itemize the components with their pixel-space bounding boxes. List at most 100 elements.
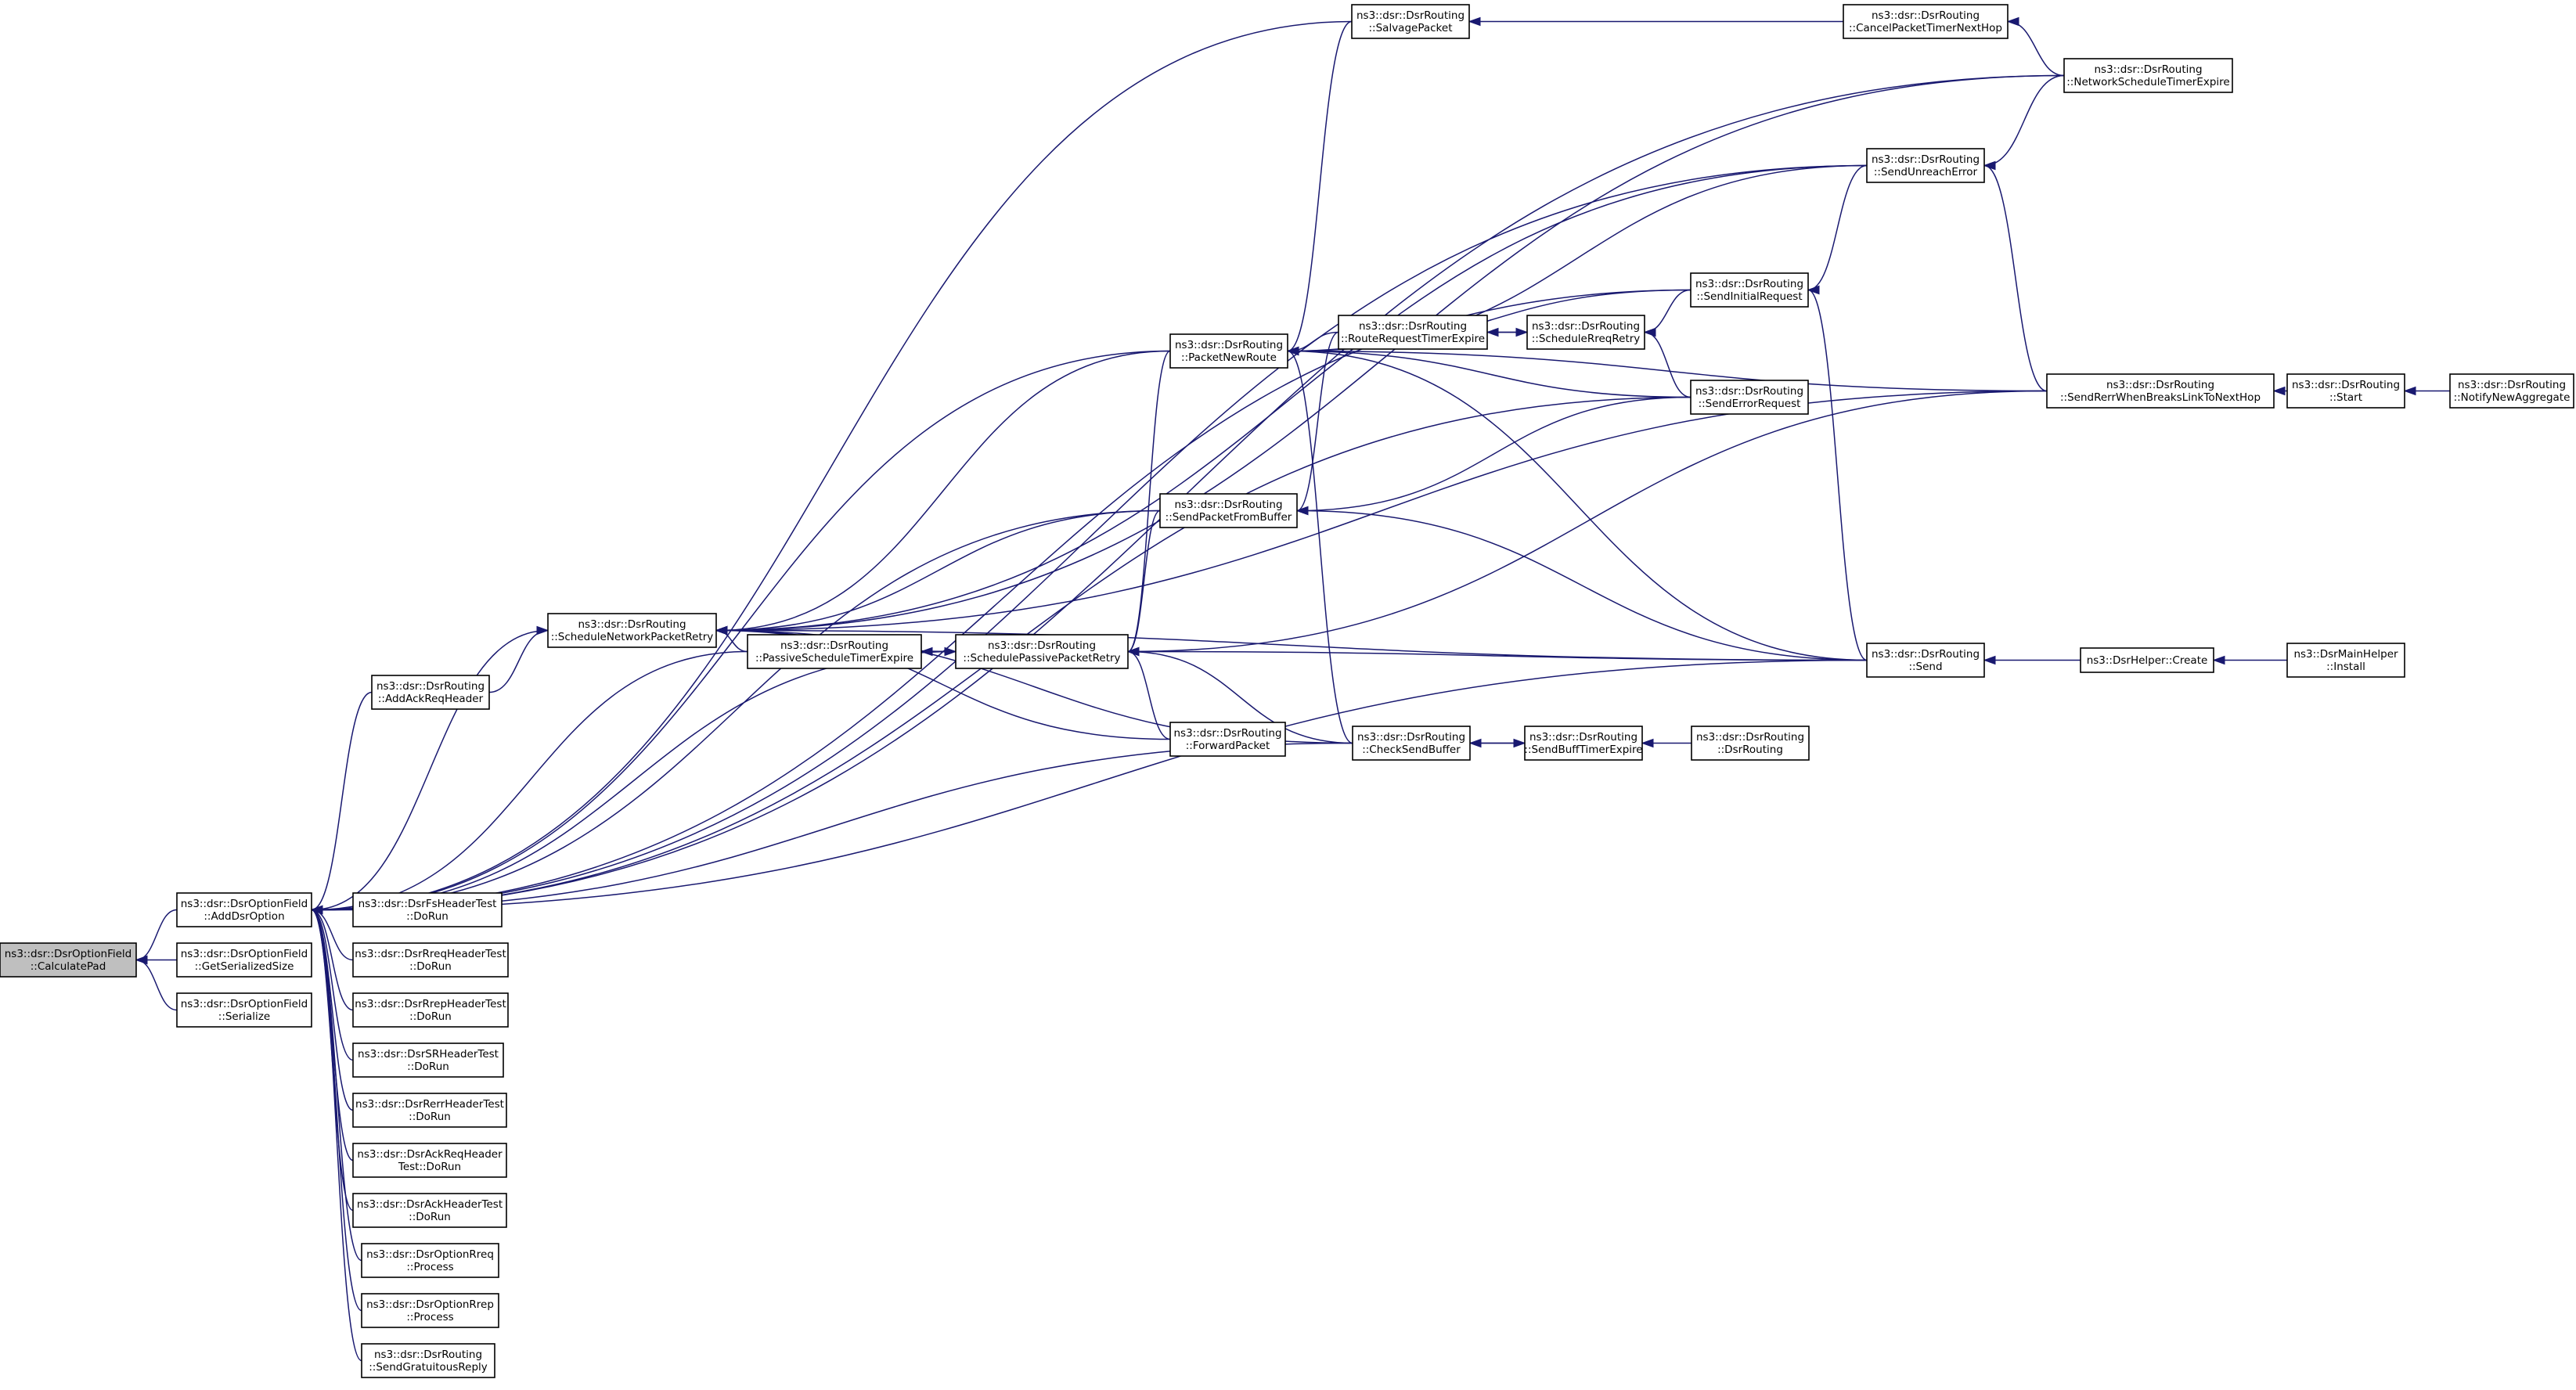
node-box bbox=[371, 675, 490, 710]
node-label-line: ::DoRun bbox=[409, 1111, 451, 1123]
edge-n25-to-n24 bbox=[2212, 655, 2288, 665]
node-dsrrouting-sendpacketfrombuffer[interactable]: ns3::dsr::DsrRouting::SendPacketFromBuff… bbox=[1159, 493, 1298, 528]
node-label-line: ns3::dsr::DsrRouting bbox=[1529, 731, 1637, 744]
node-box bbox=[1524, 726, 1643, 761]
call-graph-edges bbox=[135, 16, 2450, 1362]
node-dsrrouting-sendgratuitousreply[interactable]: ns3::dsr::DsrRouting::SendGratuitousRepl… bbox=[361, 1343, 495, 1378]
node-box bbox=[1159, 493, 1298, 528]
edge-line bbox=[311, 909, 362, 1362]
node-dsrrerrheadertest-dorun[interactable]: ns3::dsr::DsrRerrHeaderTest::DoRun bbox=[352, 1093, 507, 1128]
node-dsrrouting-networkscheduletimerexpire[interactable]: ns3::dsr::DsrRouting::NetworkScheduleTim… bbox=[2063, 58, 2233, 93]
edge-line bbox=[715, 390, 2048, 632]
node-label-line: ::Process bbox=[406, 1311, 453, 1323]
edge-line bbox=[488, 629, 549, 693]
node-box bbox=[352, 1042, 504, 1078]
edge-line bbox=[311, 20, 1353, 911]
edge-n20-to-n8 bbox=[1295, 506, 1868, 661]
node-label-line: ::ScheduleRreqRetry bbox=[1532, 333, 1641, 345]
edge-n8-to-n5 bbox=[715, 510, 1161, 636]
edge-line bbox=[1983, 164, 2048, 392]
node-label-line: ::RouteRequestTimerExpire bbox=[1341, 333, 1485, 345]
node-dsrrouting-send[interactable]: ns3::dsr::DsrRouting::Send bbox=[1866, 643, 1985, 678]
node-label-line: ns3::DsrMainHelper bbox=[2293, 648, 2398, 661]
node-dsrrouting-start[interactable]: ns3::dsr::DsrRouting::Start bbox=[2286, 373, 2405, 409]
node-label-line: ns3::dsr::DsrRouting bbox=[578, 618, 686, 631]
edge-line bbox=[1287, 350, 1868, 661]
node-dsrrouting-checksendbuffer[interactable]: ns3::dsr::DsrRouting::CheckSendBuffer bbox=[1352, 726, 1471, 761]
node-label-line: ns3::dsr::DsrRouting bbox=[1696, 731, 1804, 744]
node-dsrrouting-schedulepassivepacketretry[interactable]: ns3::dsr::DsrRouting::SchedulePassivePac… bbox=[955, 634, 1129, 669]
edge-arrowhead bbox=[1641, 738, 1654, 748]
node-dsrrouting-senderrorrequest[interactable]: ns3::dsr::DsrRouting::SendErrorRequest bbox=[1690, 380, 1809, 415]
node-label-line: ::SendGratuitousReply bbox=[369, 1361, 488, 1374]
node-label-line: ::ForwardPacket bbox=[1186, 740, 1270, 752]
edge-line bbox=[1287, 350, 2048, 392]
edge-n1-to-n0 bbox=[135, 909, 178, 965]
node-label-line: ns3::dsr::DsrOptionField bbox=[181, 998, 308, 1010]
node-dsrrouting-sendinitialrequest[interactable]: ns3::dsr::DsrRouting::SendInitialRequest bbox=[1690, 272, 1809, 308]
node-label-line: ::DoRun bbox=[409, 960, 452, 973]
edge-line bbox=[311, 659, 1868, 911]
node-box bbox=[1866, 643, 1985, 678]
node-dsrrouting-sendunreacherror[interactable]: ns3::dsr::DsrRouting::SendUnreachError bbox=[1866, 148, 1985, 183]
edge-arrowhead bbox=[715, 625, 728, 636]
node-dsrrreqheadertest-dorun[interactable]: ns3::dsr::DsrRreqHeaderTest::DoRun bbox=[352, 942, 509, 978]
edge-line bbox=[2007, 20, 2065, 77]
node-label-line: ::CheckSendBuffer bbox=[1362, 744, 1461, 756]
node-label-line: ns3::dsr::DsrRouting bbox=[1357, 731, 1465, 744]
node-dsrsrheadertest-dorun[interactable]: ns3::dsr::DsrSRHeaderTest::DoRun bbox=[352, 1042, 504, 1078]
node-box bbox=[176, 892, 312, 927]
edge-n26-to-n23 bbox=[2272, 386, 2287, 396]
node-dsrhelper-create[interactable]: ns3::DsrHelper::Create bbox=[2080, 647, 2214, 673]
node-box bbox=[955, 634, 1129, 669]
edge-line bbox=[311, 74, 2065, 911]
node-dsrrouting-dsrrouting[interactable]: ns3::dsr::DsrRouting::DsrRouting bbox=[1691, 726, 1810, 761]
edge-n6-to-n7 bbox=[921, 646, 957, 657]
edge-line bbox=[135, 959, 178, 1011]
node-label-line: ns3::dsr::DsrRouting bbox=[374, 1349, 482, 1361]
node-box bbox=[361, 1293, 499, 1328]
node-dsroptionrrep-process[interactable]: ns3::dsr::DsrOptionRrep::Process bbox=[361, 1293, 499, 1328]
node-label-line: ::SendInitialRequest bbox=[1696, 290, 1802, 303]
node-label-line: ::CalculatePad bbox=[31, 960, 106, 973]
node-label-line: ns3::dsr::DsrRouting bbox=[2292, 379, 2400, 391]
edge-n12-to-n8 bbox=[1295, 331, 1339, 516]
node-dsrrouting-notifynewaggregate[interactable]: ns3::dsr::DsrRouting::NotifyNewAggregate bbox=[2449, 373, 2574, 409]
node-dsrrrepheadertest-dorun[interactable]: ns3::dsr::DsrRrepHeaderTest::DoRun bbox=[352, 992, 509, 1028]
node-dsrrouting-schedulerreqretry[interactable]: ns3::dsr::DsrRouting::ScheduleRreqRetry bbox=[1526, 315, 1645, 350]
edge-arrowhead bbox=[1983, 655, 1996, 665]
node-dsrrouting-salvagepacket[interactable]: ns3::dsr::DsrRouting::SalvagePacket bbox=[1351, 4, 1470, 39]
node-dsrrouting-cancelpackettimernexthop[interactable]: ns3::dsr::DsrRouting::CancelPacketTimerN… bbox=[1843, 4, 2009, 39]
node-dsrrouting-sendrerrwhenbreakslinktonexthop[interactable]: ns3::dsr::DsrRouting::SendRerrWhenBreaks… bbox=[2046, 373, 2275, 409]
node-dsrrouting-routerequesttimerexpire[interactable]: ns3::dsr::DsrRouting::RouteRequestTimerE… bbox=[1338, 315, 1488, 350]
edge-line bbox=[311, 164, 1868, 911]
node-label-line: ::Send bbox=[1908, 661, 1942, 673]
node-dsroptionfield-adddsroption[interactable]: ns3::dsr::DsrOptionField::AddDsrOption bbox=[176, 892, 312, 927]
node-dsroptionrreq-process[interactable]: ns3::dsr::DsrOptionRreq::Process bbox=[361, 1243, 499, 1278]
node-dsrackheadertest-dorun[interactable]: ns3::dsr::DsrAckHeaderTest::DoRun bbox=[352, 1193, 507, 1228]
node-dsroptionfield-serialize[interactable]: ns3::dsr::DsrOptionField::Serialize bbox=[176, 992, 312, 1028]
edge-arrowhead bbox=[2006, 16, 2019, 27]
node-dsrrouting-packetnewroute[interactable]: ns3::dsr::DsrRouting::PacketNewRoute bbox=[1169, 333, 1288, 369]
edge-line bbox=[715, 350, 1171, 632]
node-dsrrouting-passivescheduletimerexpire[interactable]: ns3::dsr::DsrRouting::PassiveScheduleTim… bbox=[747, 634, 922, 669]
node-dsrmainhelper-install[interactable]: ns3::DsrMainHelper::Install bbox=[2286, 643, 2405, 678]
edge-arrowhead bbox=[1983, 160, 1996, 171]
node-dsroptionfield-getserializedsize[interactable]: ns3::dsr::DsrOptionField::GetSerializedS… bbox=[176, 942, 312, 978]
node-box bbox=[361, 1243, 499, 1278]
node-dsrfsheadertest-dorun[interactable]: ns3::dsr::DsrFsHeaderTest::DoRun bbox=[352, 892, 503, 927]
node-dsrrouting-addackreqheader[interactable]: ns3::dsr::DsrRouting::AddAckReqHeader bbox=[371, 675, 490, 710]
node-dsrrouting-schedulenetworkpacketretry[interactable]: ns3::dsr::DsrRouting::ScheduleNetworkPac… bbox=[547, 613, 717, 648]
edge-line bbox=[1287, 350, 1353, 744]
node-dsroptionfield-calculatepad[interactable]: ns3::dsr::DsrOptionField::CalculatePad bbox=[0, 942, 137, 978]
node-dsrrouting-sendbufftimerexpire[interactable]: ns3::dsr::DsrRouting::SendBuffTimerExpir… bbox=[1524, 726, 1643, 761]
edge-line bbox=[311, 742, 1353, 911]
edge-n27-to-n26 bbox=[2403, 386, 2450, 396]
node-dsrrouting-forwardpacket[interactable]: ns3::dsr::DsrRouting::ForwardPacket bbox=[1169, 722, 1286, 757]
edge-line bbox=[311, 909, 354, 1061]
edge-n3-to-n0 bbox=[135, 955, 178, 1011]
node-label-line: ::CancelPacketTimerNextHop bbox=[1849, 22, 2002, 34]
node-label-line: ::Serialize bbox=[218, 1010, 270, 1023]
